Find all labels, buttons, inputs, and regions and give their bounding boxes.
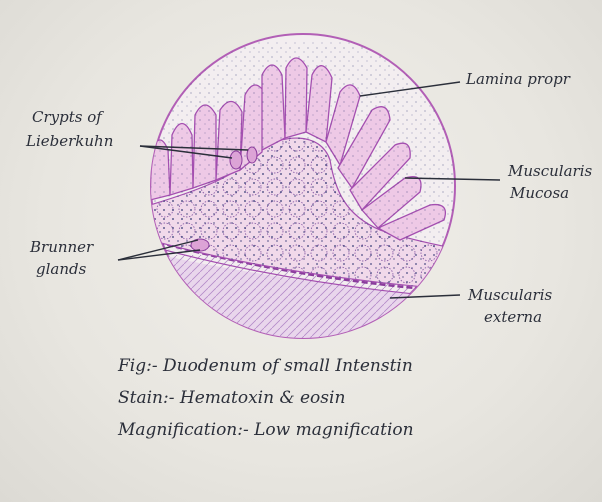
label-crypts-line1: Crypts of bbox=[32, 108, 102, 126]
caption-figure: Fig:- Duodenum of small Intenstin bbox=[118, 356, 413, 376]
villi-nuclei bbox=[151, 40, 455, 250]
label-brunner-line2: glands bbox=[36, 260, 87, 278]
crypts bbox=[190, 146, 258, 252]
label-muscularis-mucosa-line1: Muscularis bbox=[508, 162, 593, 180]
caption-stain: Stain:- Hematoxin & eosin bbox=[118, 388, 346, 408]
label-brunner-line1: Brunner bbox=[30, 238, 94, 256]
label-muscularis-mucosa-line2: Mucosa bbox=[510, 184, 570, 202]
label-lamina-propria: Lamina propr bbox=[466, 70, 570, 88]
caption-magnification: Magnification:- Low magnification bbox=[118, 420, 414, 440]
label-crypts-line2: Lieberkuhn bbox=[26, 132, 114, 150]
muscularis-mucosa-line bbox=[151, 238, 455, 294]
label-muscularis-externa-line1: Muscularis bbox=[468, 286, 553, 304]
pointer-lines bbox=[117, 81, 501, 299]
label-muscularis-externa-line2: externa bbox=[484, 308, 543, 326]
